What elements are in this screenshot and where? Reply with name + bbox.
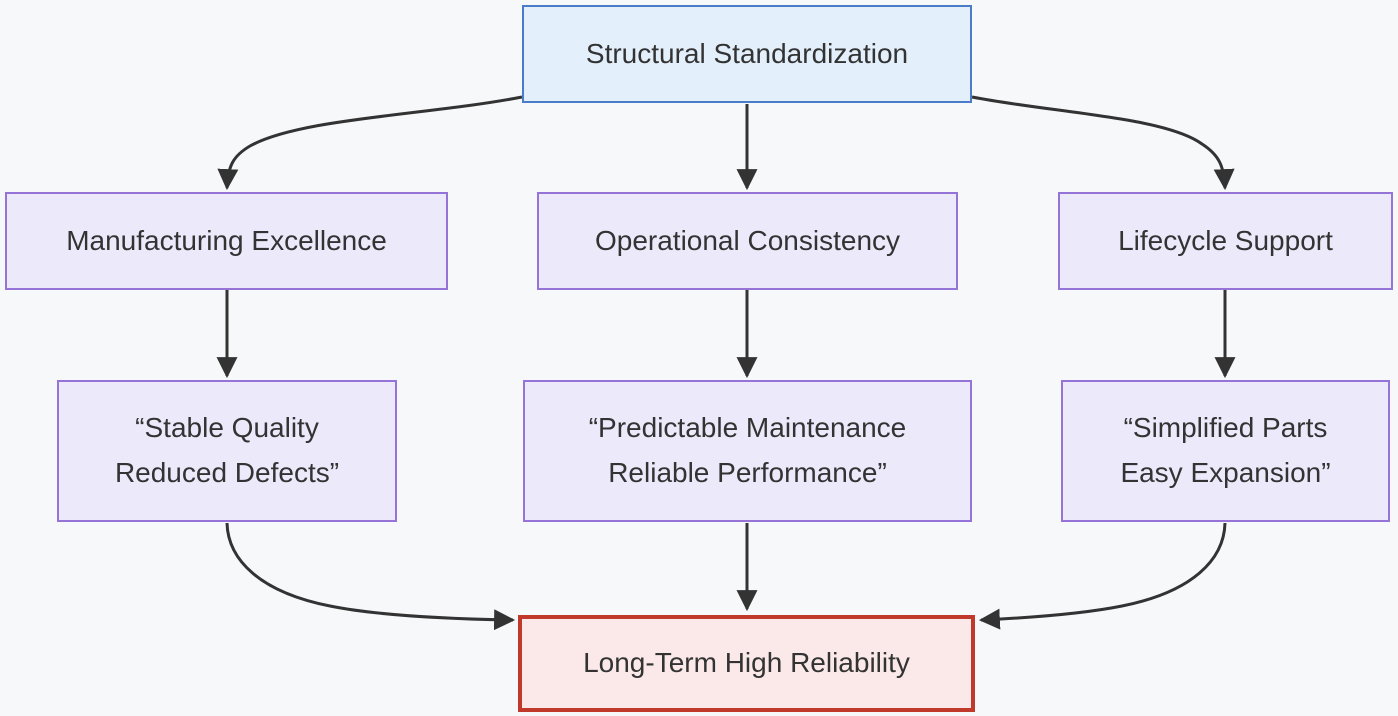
- node-label: Manufacturing Excellence: [66, 224, 387, 256]
- quote-line-2: Easy Expansion”: [1120, 457, 1331, 488]
- node-operational-consistency: Operational Consistency: [537, 192, 958, 290]
- quote-line-1: “Stable Quality: [135, 412, 319, 444]
- node-label: Long-Term High Reliability: [583, 647, 910, 679]
- node-quote-predictable-maintenance: “Predictable Maintenance Reliable Perfor…: [523, 380, 972, 522]
- node-manufacturing-excellence: Manufacturing Excellence: [5, 192, 448, 290]
- edge-root-to-manufacturing: [217, 95, 523, 191]
- quote-line-1: “Simplified Parts: [1123, 412, 1328, 444]
- node-quote-simplified-parts: “Simplified Parts Easy Expansion”: [1061, 380, 1390, 522]
- node-quote-stable-quality: “Stable Quality Reduced Defects”: [57, 380, 397, 522]
- node-label: Operational Consistency: [594, 224, 901, 256]
- node-label: “Predictable Maintenance Reliable Perfor…: [589, 406, 907, 496]
- edge-root-to-lifecycle: [971, 95, 1235, 191]
- quote-line-2: Reduced Defects”: [114, 457, 340, 488]
- quote-line-1: “Predictable Maintenance: [588, 412, 907, 444]
- edge-quote3-to-result: [978, 522, 1227, 630]
- node-label: “Stable Quality Reduced Defects”: [115, 406, 339, 496]
- node-structural-standardization: Structural Standardization: [522, 5, 972, 103]
- node-label: “Simplified Parts Easy Expansion”: [1120, 406, 1330, 496]
- node-long-term-high-reliability: Long-Term High Reliability: [518, 615, 975, 712]
- node-label: Structural Standardization: [585, 37, 909, 69]
- node-lifecycle-support: Lifecycle Support: [1058, 192, 1393, 290]
- edge-quote1-to-result: [225, 522, 516, 631]
- quote-line-2: Reliable Performance”: [608, 457, 887, 488]
- node-label: Lifecycle Support: [1118, 224, 1333, 256]
